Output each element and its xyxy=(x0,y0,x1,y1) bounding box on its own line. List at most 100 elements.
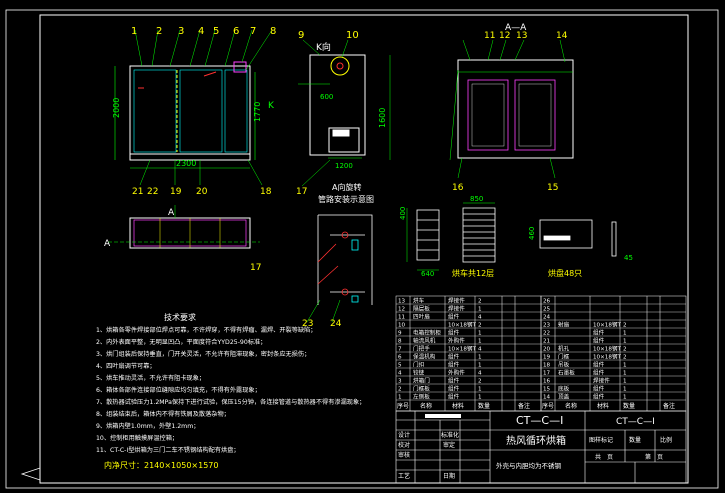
bom-cell: 2 xyxy=(478,299,482,305)
bom-cell: 轴流风机 xyxy=(413,337,436,345)
bom-left-header: 序号 名称 材料 数量 备注 xyxy=(397,402,530,410)
bom-cell: 2 xyxy=(398,387,402,393)
front-k-mark: K xyxy=(268,101,275,111)
bom-cell: 2 xyxy=(623,355,627,361)
bom-cell: 焊接件 xyxy=(448,305,465,313)
bom-cell: 门扣 xyxy=(413,361,425,369)
front-callout-2: 2 xyxy=(156,26,162,37)
front-callout-19: 19 xyxy=(170,187,182,197)
bom-cell: 组件 xyxy=(593,329,605,337)
bom-cell: 焊接件 xyxy=(593,377,610,385)
bom-cell: 10×18钢T xyxy=(593,321,622,329)
bom-cell: 1 xyxy=(623,395,627,401)
section-title: A—A xyxy=(505,23,527,33)
trolley-caption: 烘车共12层 xyxy=(452,268,494,278)
bom-cell: 25 xyxy=(543,307,551,313)
bom-cell: 5 xyxy=(398,363,402,369)
bom-cell: 烘箱门 xyxy=(413,377,430,385)
bom-cell: 15 xyxy=(543,387,551,393)
tray-caption: 烘盘48只 xyxy=(548,268,582,278)
tech-line: 3、烘门组装后保持垂直，门开关灵活，不允许有阻滞现象，密封条应无损伤； xyxy=(96,350,310,358)
bom-cell: 四叶扇 xyxy=(413,313,430,321)
bom-right-header-cell: 备注 xyxy=(663,402,675,410)
tray-dim-thickness: 45 xyxy=(624,254,633,262)
bom-cell: 18 xyxy=(543,363,551,369)
front-callout-5: 5 xyxy=(213,26,219,37)
bom-cell: 2 xyxy=(623,347,627,353)
role-process: 工艺 xyxy=(398,472,410,480)
section-view xyxy=(449,39,574,179)
tech-lines: 1、烘箱各零件焊接部位焊点可靠，不许焊穿，不得有焊瘤、漏焊、开裂等缺陷； 2、内… xyxy=(96,326,365,454)
section-callout-11: 11 xyxy=(484,31,495,41)
title-roles: 设计 校对 审核 工艺 标准化 审定 日期 xyxy=(398,431,459,480)
front-height-dim: 2000 xyxy=(112,98,121,118)
bom-cell: 21 xyxy=(543,339,551,345)
tech-line: 4、四叶扇调节可靠； xyxy=(96,362,156,370)
bom-cell: 10×18钢T xyxy=(448,321,477,329)
bom-right-header-cell: 数量 xyxy=(623,402,635,410)
bom-cell: 组件 xyxy=(448,361,460,369)
bom-cell: 组件 xyxy=(448,353,460,361)
bom-cell: 14 xyxy=(543,395,551,401)
tech-line: 8、组装结束后，箱体内不得有铁屑及散落杂物； xyxy=(96,410,230,418)
section-callout-16: 16 xyxy=(452,183,464,193)
bom-cell: 石墨板 xyxy=(558,369,575,377)
bom-cell: 组件 xyxy=(593,337,605,345)
role-date: 日期 xyxy=(443,472,455,480)
tech-line: 1、烘箱各零件焊接部位焊点可靠，不许焊穿，不得有焊瘤、漏焊、开裂等缺陷； xyxy=(96,326,317,334)
bom-cell: 26 xyxy=(543,299,551,305)
bom-left-header-cell: 材料 xyxy=(452,402,464,410)
bom-cell: 组件 xyxy=(593,361,605,369)
bom-cell: 4 xyxy=(478,371,482,377)
bom-left-header-cell: 名称 xyxy=(420,402,432,410)
bom-cell: 1 xyxy=(478,363,482,369)
tech-line: 10、控制柜用触摸屏温控箱； xyxy=(96,434,178,442)
tray-dim-length: 460 xyxy=(528,227,536,240)
side-view xyxy=(298,39,391,187)
bom-cell: 11 xyxy=(398,315,406,321)
bom-cell: 底板 xyxy=(558,385,570,393)
bom-cell: 2 xyxy=(478,379,482,385)
bom-cell: 1 xyxy=(623,371,627,377)
bom-cell: 1 xyxy=(398,395,402,401)
piping-title-2: 管路安装示意图 xyxy=(318,194,374,204)
title-cell-scale: 比例 xyxy=(660,436,672,444)
side-dim-height: 1600 xyxy=(378,108,387,128)
bom-right-header-cell: 材料 xyxy=(597,402,609,410)
piping-title-1: A向旋转 xyxy=(332,182,361,192)
bom-cell: 4 xyxy=(478,347,482,353)
bom-cell: 组件 xyxy=(448,377,460,385)
tech-line: 11、CT-C-I型烘箱为三门二车不锈钢结构配有烘盘； xyxy=(96,446,240,454)
bom-cell: 7 xyxy=(398,347,402,353)
trolley-dim-depth: 640 xyxy=(421,270,434,278)
bom-cell: 12 xyxy=(398,307,405,313)
section-callout-15: 15 xyxy=(547,183,558,193)
bom-right-header: 序号 名称 材料 数量 备注 xyxy=(542,402,675,410)
side-callout-10: 10 xyxy=(346,30,359,41)
bom-cell: 8 xyxy=(398,339,402,345)
bom-cell: 1 xyxy=(478,331,482,337)
bom-cell: 顶盖 xyxy=(558,393,570,401)
tech-line: 6、箱体各部件连接部位缝隙应均匀填充，不得有外露现象； xyxy=(96,386,261,394)
bom-cell: 2 xyxy=(478,323,482,329)
front-callout-6: 6 xyxy=(233,26,239,37)
title-block-bar xyxy=(425,414,461,418)
trolley-dim-height: 400 xyxy=(399,207,407,220)
title-cell-sheet: 第 页 xyxy=(645,453,663,461)
role-design: 设计 xyxy=(398,431,410,439)
bom-cell: 22 xyxy=(543,331,550,337)
bom-cell: 外购件 xyxy=(448,337,465,345)
bom-cell: 4 xyxy=(478,315,482,321)
piping-callout-24: 24 xyxy=(330,319,342,329)
bom-cell: 门框板 xyxy=(413,385,430,393)
title-model-right: CT—C—I xyxy=(616,417,655,427)
role-standard: 标准化 xyxy=(441,431,459,439)
section-callout-13: 13 xyxy=(516,31,527,41)
section-callout-14: 14 xyxy=(556,31,568,41)
front-callout-3: 3 xyxy=(178,26,184,37)
trolley-views xyxy=(406,202,617,271)
tech-line: 7、散热器试验压力1.2MPa保持下进行试验，保压15分钟，各连接管道与散热器不… xyxy=(96,398,365,406)
title-block-grid xyxy=(395,410,687,484)
